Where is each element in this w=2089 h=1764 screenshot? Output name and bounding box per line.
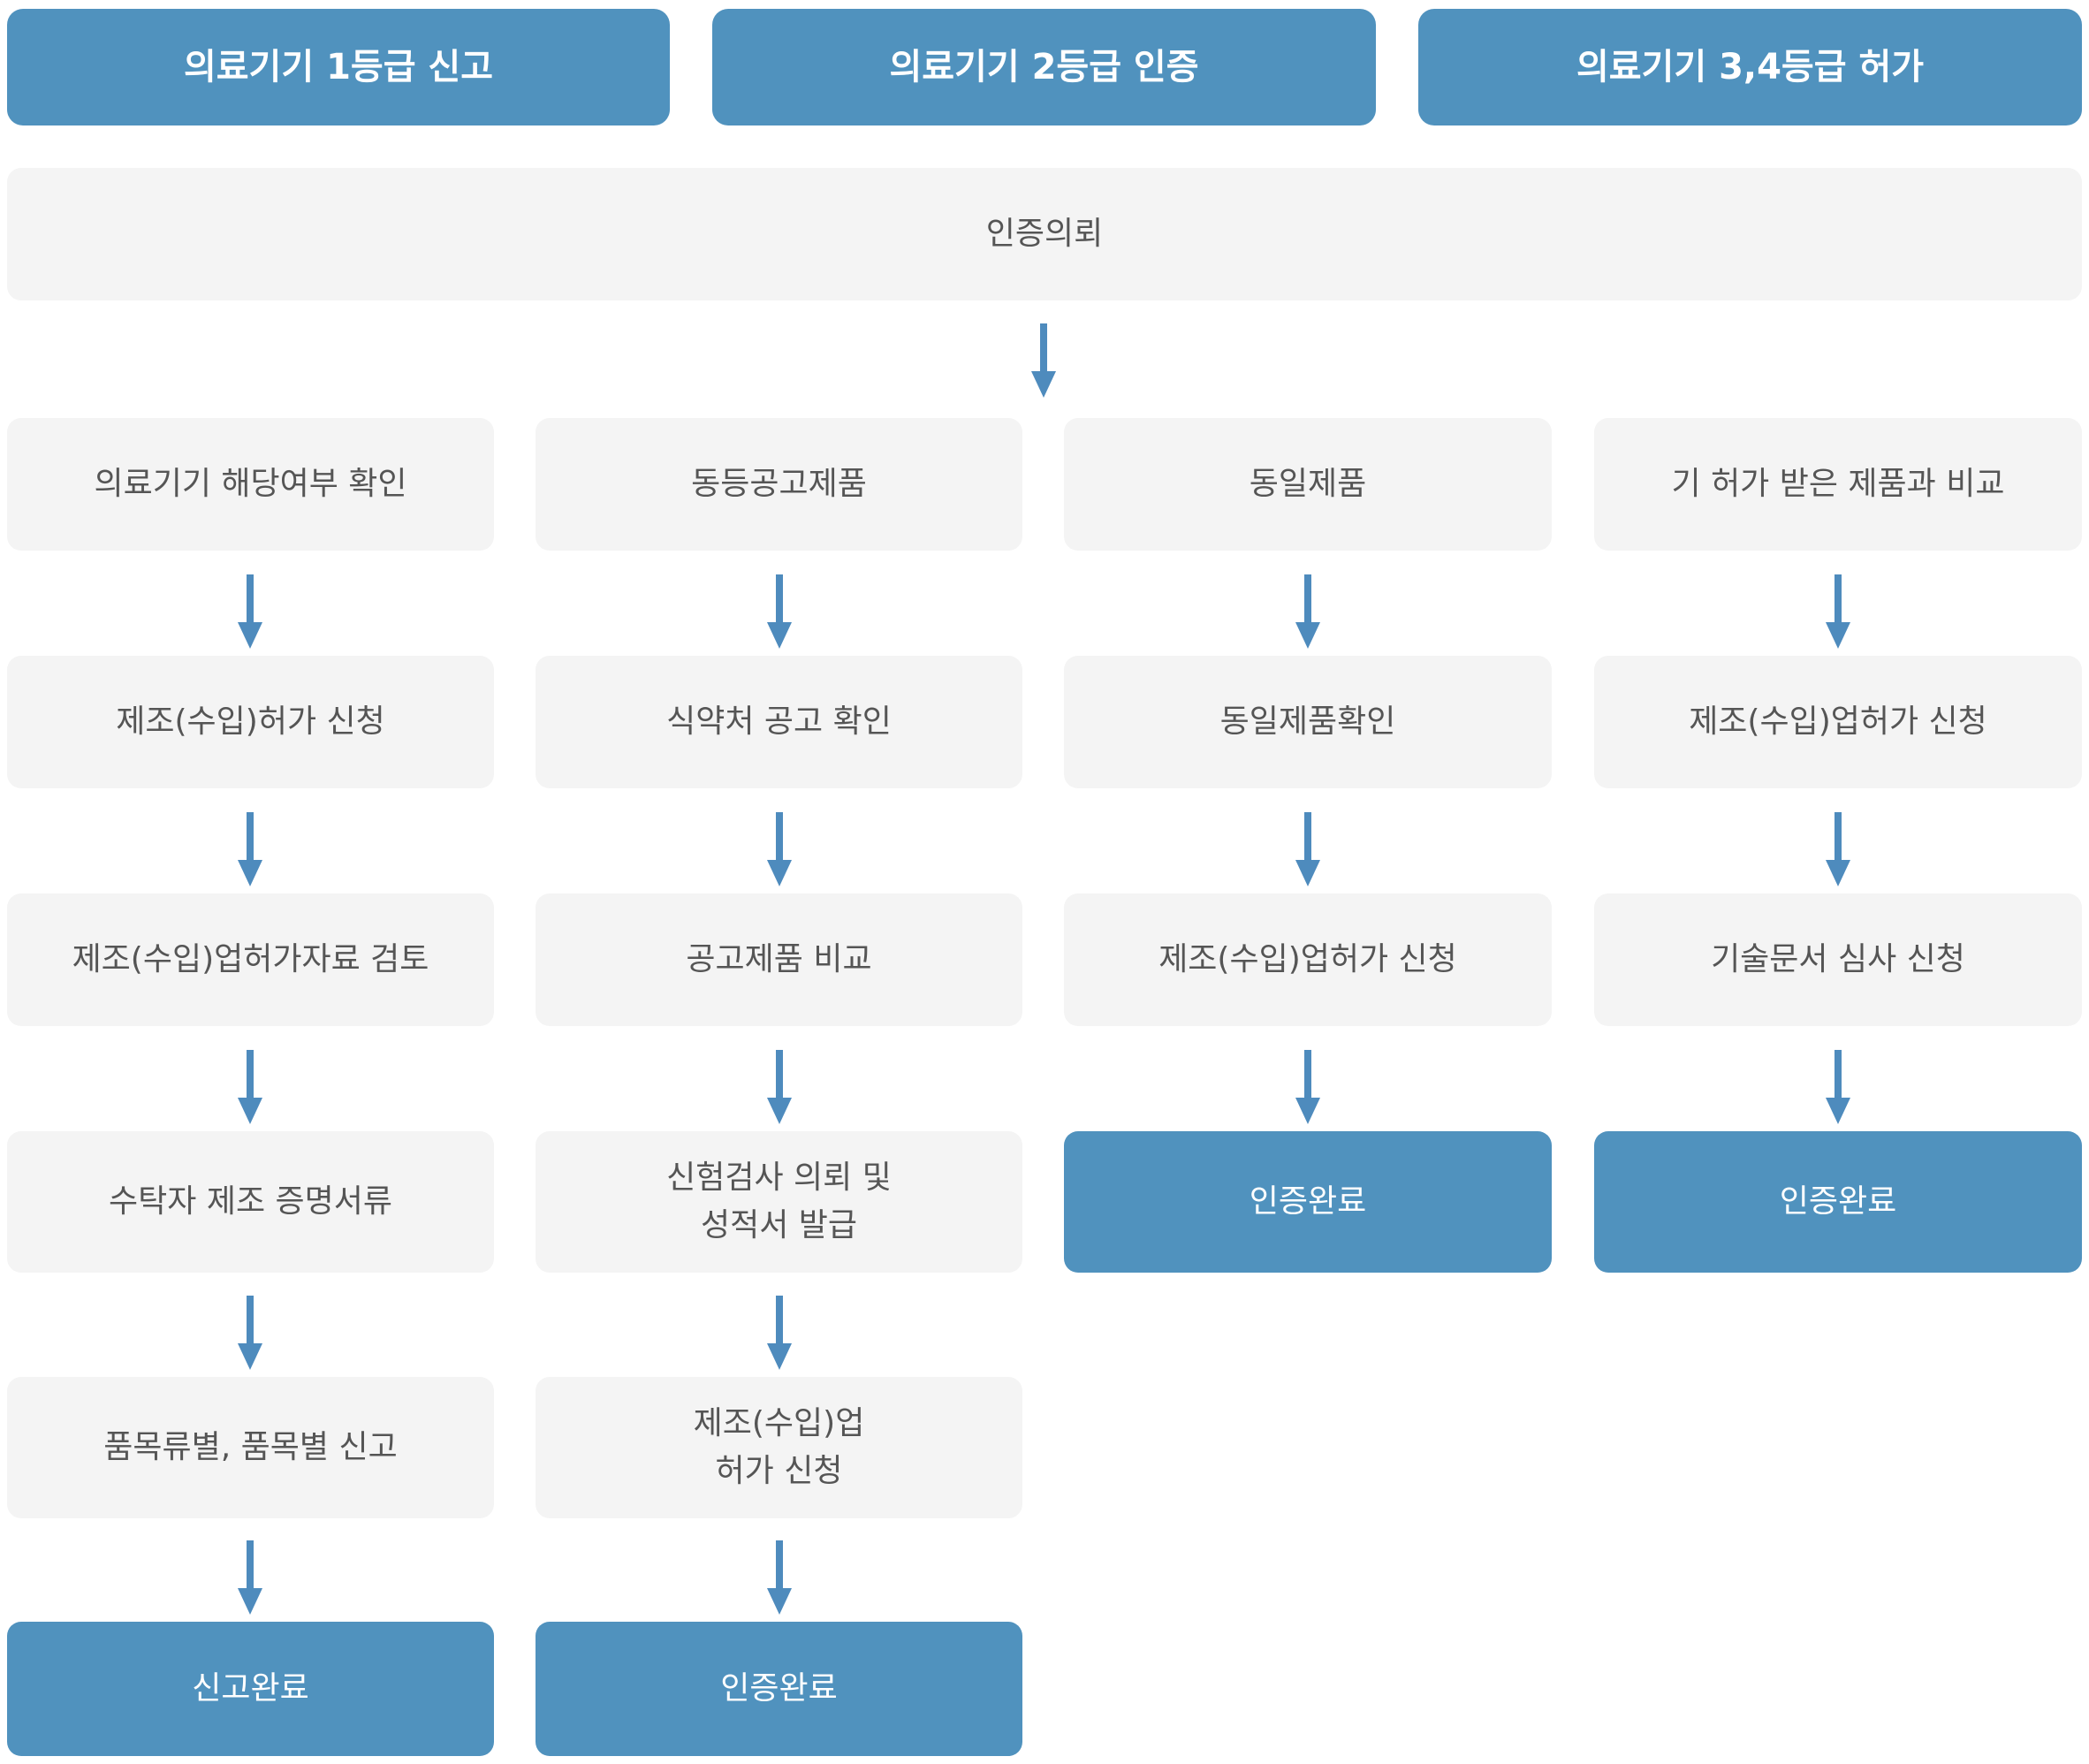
col3-final: 인증완료: [1064, 1131, 1552, 1273]
arrow-down-icon: [767, 1540, 792, 1615]
col1-step-5: 품목류별, 품목별 신고: [7, 1377, 494, 1518]
col2-step-5: 제조(수입)업 허가 신청: [536, 1377, 1022, 1518]
col2-step-4: 신험검사 의뢰 및 성적서 발급: [536, 1131, 1022, 1273]
col2-final: 인증완료: [536, 1622, 1022, 1756]
arrow-down-icon: [767, 1050, 792, 1124]
arrow-down-icon: [238, 574, 262, 649]
col1-final: 신고완료: [7, 1622, 494, 1756]
col2-step-1: 동등공고제품: [536, 418, 1022, 551]
col2-step-2: 식약처 공고 확인: [536, 656, 1022, 788]
col3-step-2: 동일제품확인: [1064, 656, 1552, 788]
arrow-down-icon: [767, 812, 792, 886]
arrow-down-icon: [1295, 1050, 1320, 1124]
col3-step-3: 제조(수입)업허가 신청: [1064, 893, 1552, 1026]
col1-step-3: 제조(수입)업허가자료 검토: [7, 893, 494, 1026]
arrow-down-icon: [767, 1296, 792, 1370]
arrow-down-icon: [1295, 574, 1320, 649]
arrow-down-icon: [238, 1540, 262, 1615]
col4-step-2: 제조(수입)업허가 신청: [1594, 656, 2082, 788]
col4-final: 인증완료: [1594, 1131, 2082, 1273]
arrow-down-icon: [1826, 1050, 1850, 1124]
col3-step-1: 동일제품: [1064, 418, 1552, 551]
col1-step-2: 제조(수입)허가 신청: [7, 656, 494, 788]
col2-step-3: 공고제품 비교: [536, 893, 1022, 1026]
arrow-down-icon: [238, 1050, 262, 1124]
col4-step-1: 기 허가 받은 제품과 비교: [1594, 418, 2082, 551]
col1-step-1: 의료기기 해당여부 확인: [7, 418, 494, 551]
header-class-2: 의료기기 2등급 인증: [712, 9, 1376, 125]
arrow-down-icon: [767, 574, 792, 649]
arrow-down-icon: [238, 1296, 262, 1370]
arrow-down-icon: [238, 812, 262, 886]
arrow-down-icon: [1295, 812, 1320, 886]
col4-step-3: 기술문서 심사 신청: [1594, 893, 2082, 1026]
request-box: 인증의뢰: [7, 168, 2082, 300]
header-class-3-4: 의료기기 3,4등급 허가: [1418, 9, 2082, 125]
col1-step-4: 수탁자 제조 증명서류: [7, 1131, 494, 1273]
arrow-down-icon: [1826, 812, 1850, 886]
header-class-1: 의료기기 1등급 신고: [7, 9, 670, 125]
arrow-down-icon: [1826, 574, 1850, 649]
arrow-down-icon: [1031, 323, 1056, 398]
